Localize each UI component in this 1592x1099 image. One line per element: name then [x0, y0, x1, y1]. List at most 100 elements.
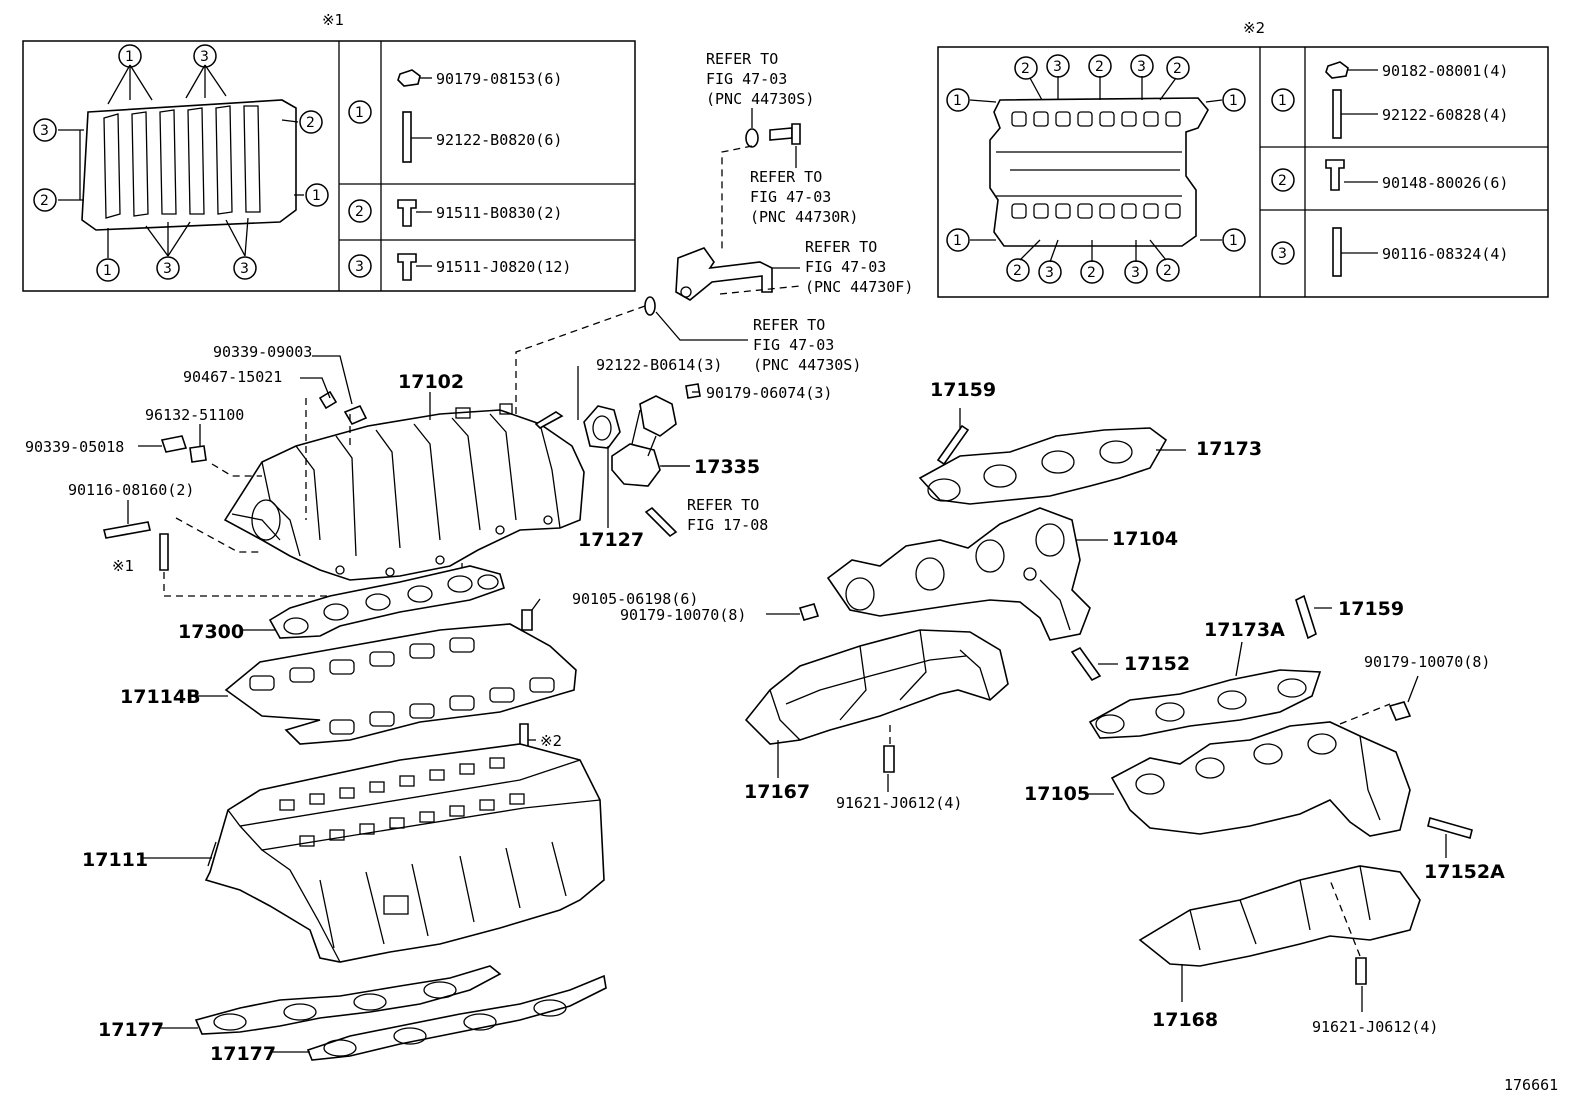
label-90467-15021: 90467-15021	[183, 368, 282, 386]
svg-text:(PNC 44730F): (PNC 44730F)	[805, 278, 913, 296]
part-17177-b: 17177	[210, 1043, 276, 1065]
label-90179-06074: 90179-06074(3)	[706, 384, 832, 402]
callout-circles-2: 1 1 1 1 2 3 2 3 2 2 3 2 3 2	[946, 54, 1246, 284]
part-17104: 17104	[1112, 528, 1178, 550]
svg-text:2: 2	[1095, 59, 1104, 75]
svg-text:1: 1	[953, 93, 962, 109]
part-17300: 17300	[178, 621, 244, 643]
svg-text:3: 3	[240, 261, 249, 277]
exhaust-gasket-17173	[918, 427, 1168, 505]
part-17168: 17168	[1152, 1009, 1218, 1031]
inset-table-1: ※1 1 3 3 2 2	[22, 11, 636, 292]
svg-text:(PNC 44730R): (PNC 44730R)	[750, 208, 858, 226]
part-17111: 17111	[82, 849, 148, 871]
part-17152A: 17152A	[1424, 861, 1505, 883]
exhaust-manifold-17104	[826, 507, 1091, 641]
svg-text:3: 3	[1131, 265, 1140, 281]
gasket-17114B	[224, 623, 577, 745]
part-17114B: 17114B	[120, 686, 201, 708]
svg-text:3: 3	[163, 261, 172, 277]
inset-gasket-1	[58, 64, 304, 258]
table2-row-1a: 90182-08001(4)	[1382, 62, 1508, 80]
gasket-17177-b	[306, 974, 607, 1061]
svg-text:2: 2	[40, 193, 49, 209]
label-96132-51100: 96132-51100	[145, 406, 244, 424]
svg-text:1: 1	[1278, 93, 1287, 109]
svg-text:REFER TO: REFER TO	[753, 316, 825, 334]
label-90339-09003: 90339-09003	[213, 343, 312, 361]
svg-text:2: 2	[306, 115, 315, 131]
exhaust-gasket-17173A	[1088, 669, 1322, 739]
svg-text:REFER TO: REFER TO	[706, 50, 778, 68]
table2-row-2: 90148-80026(6)	[1382, 174, 1508, 192]
leader-lines	[127, 355, 1447, 1053]
label-90339-05018: 90339-05018	[25, 438, 124, 456]
svg-text:1: 1	[953, 233, 962, 249]
svg-text:1: 1	[125, 49, 134, 65]
svg-text:(PNC 44730S): (PNC 44730S)	[753, 356, 861, 374]
label-92122-B0614: 92122-B0614(3)	[596, 356, 722, 374]
label-91621-J0612-a: 91621-J0612(4)	[836, 794, 962, 812]
table1-row-1b: 92122-B0820(6)	[436, 131, 562, 149]
exhaust-manifold-17105	[1110, 721, 1411, 837]
note-mark-2b: ※2	[540, 732, 562, 750]
figure-id: 176661	[1504, 1076, 1558, 1094]
svg-text:3: 3	[200, 49, 209, 65]
svg-text:REFER TO: REFER TO	[805, 238, 877, 256]
svg-text:3: 3	[1137, 59, 1146, 75]
intake-manifold-17102	[103, 390, 585, 597]
svg-text:FIG 47-03: FIG 47-03	[753, 336, 834, 354]
part-number-labels: 90339-09003 90467-15021 96132-51100 9033…	[25, 343, 1505, 1065]
table2-row-1b: 92122-60828(4)	[1382, 106, 1508, 124]
part-17127: 17127	[578, 529, 644, 551]
table1-row-2: 91511-B0830(2)	[436, 204, 562, 222]
svg-text:1: 1	[1229, 93, 1238, 109]
svg-text:2: 2	[1087, 265, 1096, 281]
refer-notes: REFER TO FIG 47-03 (PNC 44730S) REFER TO…	[687, 50, 913, 534]
heat-shield-17168	[1138, 865, 1421, 967]
svg-text:3: 3	[40, 123, 49, 139]
table1-row-1a: 90179-08153(6)	[436, 70, 562, 88]
label-90179-10070-a: 90179-10070(8)	[620, 606, 746, 624]
svg-text:2: 2	[1013, 263, 1022, 279]
svg-text:3: 3	[355, 259, 364, 275]
svg-text:2: 2	[1278, 173, 1287, 189]
svg-text:1: 1	[1229, 233, 1238, 249]
svg-text:2: 2	[355, 204, 364, 220]
label-90105-06198: 90105-06198(6)	[572, 590, 698, 608]
svg-text:FIG 17-08: FIG 17-08	[687, 516, 768, 534]
heat-shield-17167	[744, 629, 1009, 745]
svg-text:FIG 47-03: FIG 47-03	[706, 70, 787, 88]
svg-text:REFER TO: REFER TO	[687, 496, 759, 514]
svg-text:FIG 47-03: FIG 47-03	[805, 258, 886, 276]
callout-circles-1: 1 3 3 2 2 1 1 3 3	[33, 44, 329, 282]
svg-text:3: 3	[1278, 246, 1287, 262]
inset-gasket-2	[969, 76, 1223, 263]
part-17167: 17167	[744, 781, 810, 803]
part-17177-a: 17177	[98, 1019, 164, 1041]
part-17159-a: 17159	[930, 379, 996, 401]
part-17105: 17105	[1024, 783, 1090, 805]
table2-row-3: 90116-08324(4)	[1382, 245, 1508, 263]
svg-text:3: 3	[1045, 265, 1054, 281]
part-17159-b: 17159	[1338, 598, 1404, 620]
svg-text:1: 1	[312, 188, 321, 204]
svg-text:(PNC 44730S): (PNC 44730S)	[706, 90, 814, 108]
gasket-17300	[268, 565, 505, 639]
part-17152: 17152	[1124, 653, 1190, 675]
intake-lower-17111	[204, 743, 605, 963]
svg-text:3: 3	[1053, 59, 1062, 75]
inset-table-2: ※2 1	[937, 19, 1549, 298]
svg-text:2: 2	[1163, 263, 1172, 279]
gasket-17177-a	[194, 965, 502, 1035]
part-17173A: 17173A	[1204, 619, 1285, 641]
svg-text:2: 2	[1173, 61, 1182, 77]
egr-pipe-parts	[515, 108, 801, 420]
note-mark-1b: ※1	[112, 557, 134, 575]
label-91621-J0612-b: 91621-J0612(4)	[1312, 1018, 1438, 1036]
note-mark-2: ※2	[1243, 19, 1265, 37]
part-17102: 17102	[398, 371, 464, 393]
label-90116-08160: 90116-08160(2)	[68, 481, 194, 499]
svg-text:1: 1	[103, 263, 112, 279]
